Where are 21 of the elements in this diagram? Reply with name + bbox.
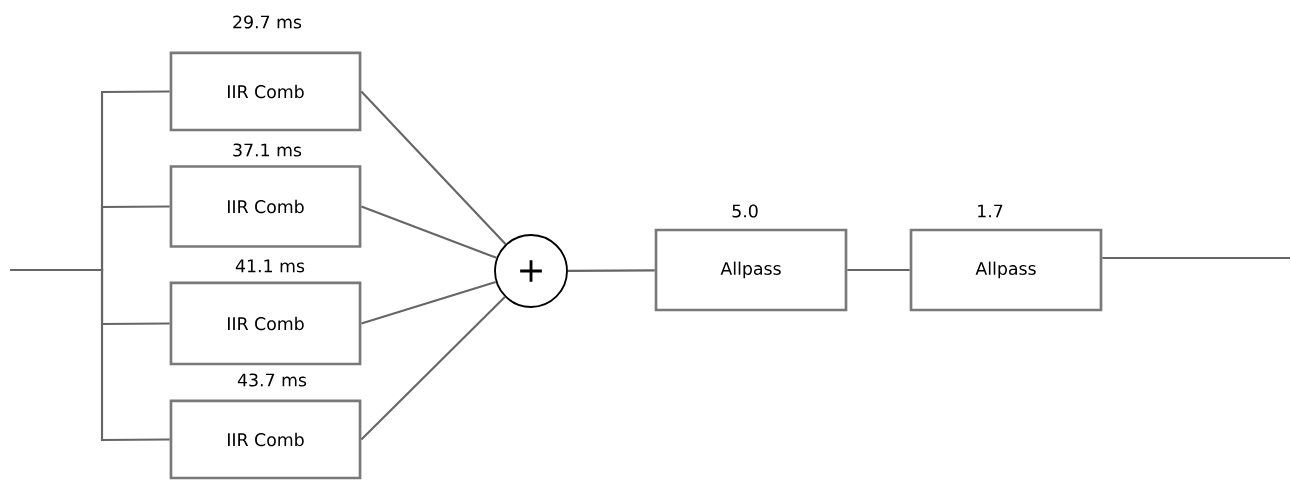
filter-box: IIR Comb bbox=[169, 51, 362, 132]
delay-label: 43.7 ms bbox=[237, 373, 307, 387]
filter-box: IIR Comb bbox=[169, 281, 362, 366]
filter-box: Allpass bbox=[654, 228, 848, 312]
filter-box: Allpass bbox=[909, 228, 1103, 312]
delay-label: 5.0 bbox=[732, 204, 758, 218]
connector-line bbox=[360, 296, 506, 441]
summing-junction: + bbox=[494, 234, 568, 308]
connector-line bbox=[1102, 256, 1290, 260]
delay-label: 29.7 ms bbox=[233, 15, 302, 29]
delay-label: 41.1 ms bbox=[235, 259, 305, 273]
filter-box: IIR Comb bbox=[169, 165, 362, 248]
delay-label: 1.7 bbox=[978, 204, 1003, 218]
connector-line bbox=[567, 269, 655, 272]
connector-line bbox=[847, 268, 910, 272]
connector-line bbox=[10, 268, 170, 442]
connector-line bbox=[360, 90, 507, 245]
filter-box: IIR Comb bbox=[169, 399, 362, 480]
delay-label: 37.1 ms bbox=[233, 143, 302, 157]
connector-line bbox=[361, 280, 497, 325]
connector-line bbox=[361, 205, 497, 259]
